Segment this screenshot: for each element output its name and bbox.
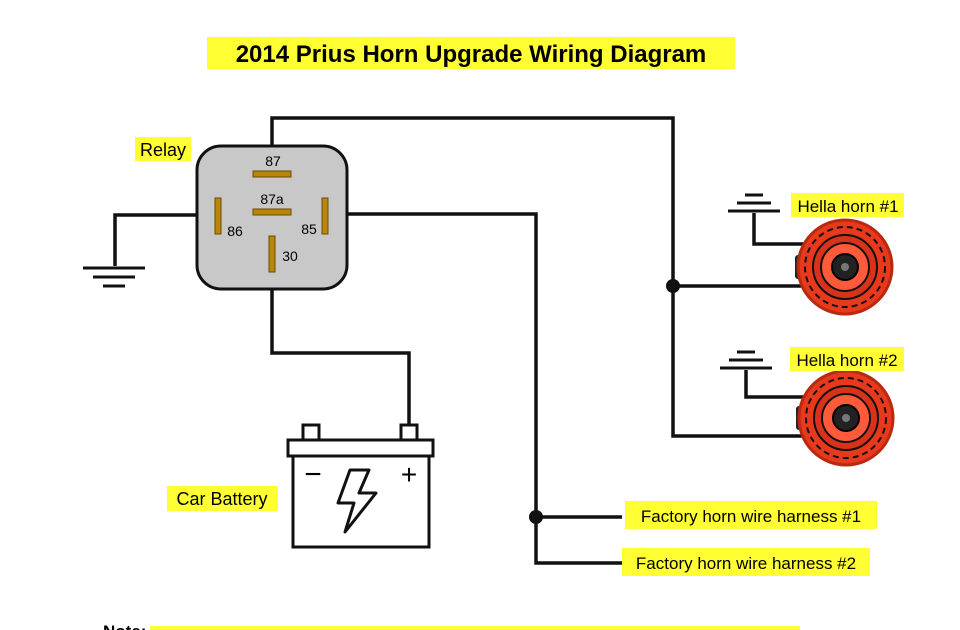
note-highlight: [150, 626, 800, 630]
relay-label-highlight: [135, 137, 191, 161]
relay-pin-30: [268, 235, 276, 273]
ground-symbol: [83, 266, 145, 288]
junction-dot-horns: [666, 279, 680, 293]
horn1-label-highlight: [791, 193, 904, 217]
pin-label-87a: 87a: [260, 191, 284, 207]
wire-30-to-battery: [270, 278, 411, 426]
pin-label-30: 30: [282, 248, 298, 264]
relay: 87 87a 86 85 30: [195, 144, 349, 291]
lightning-icon: [336, 468, 378, 534]
ground-symbol-horn2: [720, 350, 772, 370]
junction-dot-harness: [529, 510, 543, 524]
car-battery: [286, 423, 435, 549]
battery-lid: [286, 438, 435, 458]
ground-symbol-horn1: [728, 193, 780, 213]
diagram-title: 2014 Prius Horn Upgrade Wiring Diagram: [236, 41, 707, 68]
battery-terminal-negative: [301, 423, 321, 442]
relay-body: [195, 144, 349, 291]
pin-label-85: 85: [301, 221, 317, 237]
relay-pin-87a: [252, 208, 292, 216]
pin-label-86: 86: [227, 223, 243, 239]
horn1-label: Hella horn #1: [797, 197, 898, 216]
horn2-label: Hella horn #2: [796, 351, 897, 370]
wire-87-to-horns: [270, 116, 810, 438]
harness2-label: Factory horn wire harness #2: [636, 554, 856, 573]
battery-negative-sign: −: [304, 458, 322, 491]
battery-positive-sign: +: [401, 459, 417, 490]
horn-1: [795, 218, 894, 316]
relay-pin-85: [321, 197, 329, 235]
battery-terminal-positive: [399, 423, 419, 442]
horn-2: [796, 369, 895, 467]
relay-label: Relay: [140, 140, 186, 160]
harness1-label: Factory horn wire harness #1: [641, 507, 861, 526]
relay-pin-87: [252, 170, 292, 178]
pin-label-87: 87: [265, 153, 281, 169]
harness1-label-highlight: [625, 501, 877, 529]
note-label: Note:: [103, 622, 146, 630]
battery-label-highlight: [167, 486, 278, 511]
wire-85-to-harness: [325, 212, 622, 565]
horn2-label-highlight: [790, 347, 904, 371]
wires: [113, 116, 815, 565]
wire-horn1-ground: [752, 213, 808, 246]
wire-86-to-ground: [113, 213, 218, 266]
harness2-label-highlight: [622, 548, 870, 576]
title-highlight: [207, 37, 735, 69]
relay-pin-86: [214, 197, 222, 235]
battery-label: Car Battery: [176, 489, 267, 509]
wire-horn2-ground: [744, 370, 808, 399]
